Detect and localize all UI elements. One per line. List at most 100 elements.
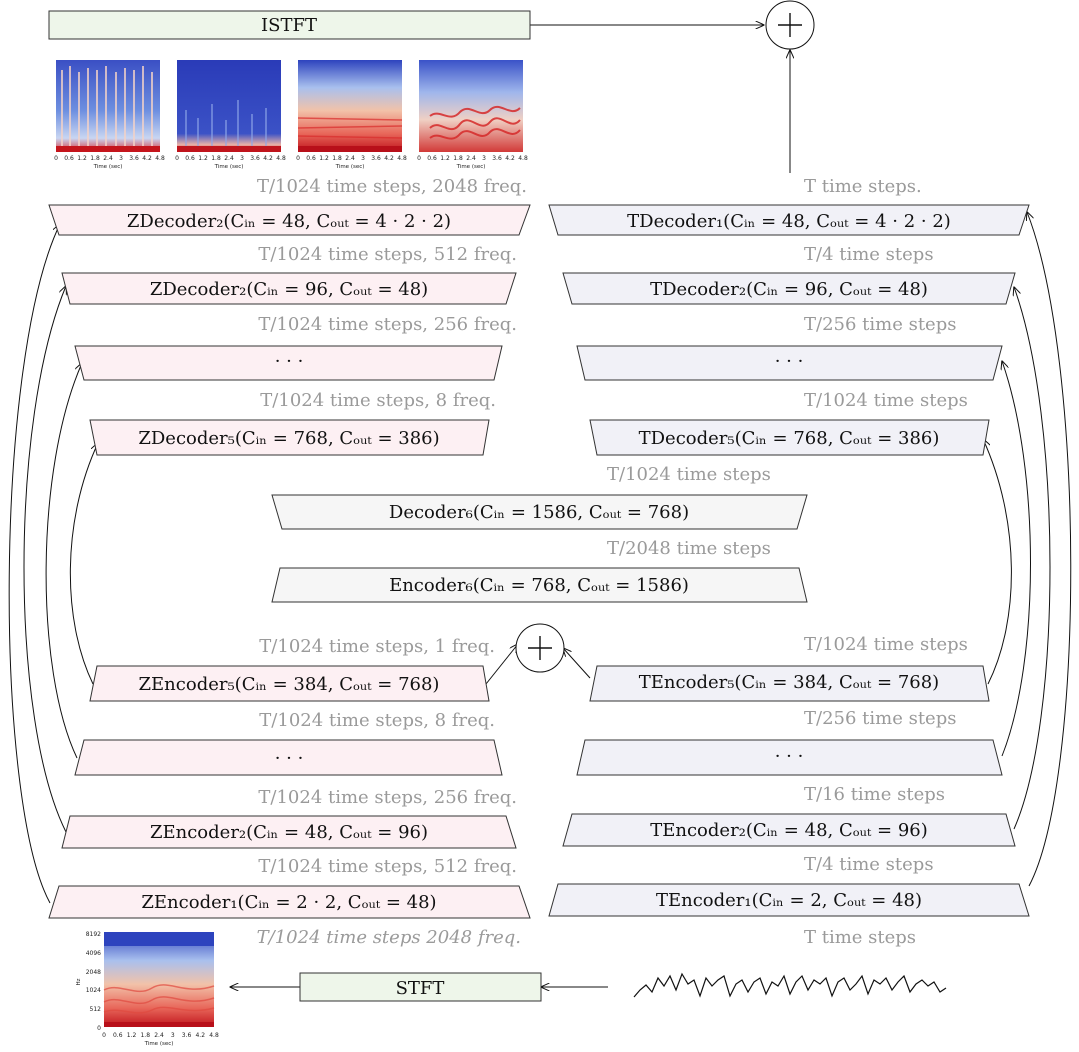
zencoder-ellipsis-label: · · ·	[275, 748, 304, 769]
zencoder-ellipsis-block	[74, 739, 503, 776]
note-t-256b: T/256 time steps	[804, 708, 956, 729]
connections	[8, 25, 1072, 987]
x-tick-label: 0.6	[306, 155, 316, 162]
tencoder-ellipsis-block	[576, 739, 1003, 776]
x-tick-label: 1.8	[453, 155, 463, 162]
x-tick-label: 2.4	[345, 155, 355, 162]
y-tick-label: 2048	[86, 969, 101, 976]
x-axis-label: Time (sec)	[93, 164, 123, 170]
zdecoder1-label: ZDecoder₂(Cᵢₙ = 48, Cₒᵤₜ = 4 · 2 · 2)	[127, 211, 451, 232]
x-axis-label: Time (sec)	[335, 164, 365, 170]
x-tick-label: 0	[175, 155, 179, 162]
x-tick-label: 3.6	[250, 155, 260, 162]
zencoder1-label: ZEncoder₁(Cᵢₙ = 2 · 2, Cₒᵤₜ = 48)	[141, 892, 436, 913]
tencoder5-label: TEncoder₅(Cᵢₙ = 384, Cₒᵤₜ = 768)	[639, 672, 939, 693]
note-t-4b: T/4 time steps	[804, 854, 934, 875]
y-tick-label: 512	[90, 1006, 102, 1013]
x-tick-label: 1.8	[90, 155, 100, 162]
x-tick-label: 4.2	[142, 155, 152, 162]
note-t-4: T/4 time steps	[804, 244, 934, 265]
x-tick-label: 4.8	[155, 155, 165, 162]
y-tick-label: 4096	[86, 950, 101, 957]
tencoder5-block	[589, 665, 990, 702]
stft-label: STFT	[396, 978, 445, 999]
x-tick-label: 2.4	[466, 155, 476, 162]
note-z-top: T/1024 time steps, 2048 freq.	[257, 176, 527, 197]
zencoder5-label: ZEncoder₅(Cᵢₙ = 384, Cₒᵤₜ = 768)	[139, 674, 440, 695]
tdecoder1-block	[548, 204, 1030, 236]
x-axis-label: Time (sec)	[144, 1041, 174, 1047]
x-tick-label: 4.2	[505, 155, 515, 162]
x-tick-label: 0.6	[113, 1032, 123, 1039]
output-adder	[765, 0, 815, 50]
note-t-256: T/256 time steps	[804, 314, 956, 335]
x-tick-label: 0	[417, 155, 421, 162]
zdecoder2-label: ZDecoder₂(Cᵢₙ = 96, Cₒᵤₜ = 48)	[150, 279, 428, 300]
input-spectrogram	[103, 932, 215, 1027]
x-tick-label: 2.4	[224, 155, 234, 162]
x-tick-label: 2.4	[154, 1032, 164, 1039]
stft-block	[299, 972, 542, 1002]
x-tick-label: 1.2	[440, 155, 450, 162]
x-tick-label: 3	[361, 155, 365, 162]
note-z-input: T/1024 time steps 2048 freq.	[257, 927, 521, 948]
tdecoder1-label: TDecoder₁(Cᵢₙ = 48, Cₒᵤₜ = 4 · 2 · 2)	[627, 211, 951, 232]
x-tick-label: 1.8	[332, 155, 342, 162]
x-tick-label: 0	[296, 155, 300, 162]
x-tick-label: 1.8	[211, 155, 221, 162]
tdecoder5-block	[589, 419, 990, 456]
bottleneck-adder	[515, 623, 565, 673]
istft-label: ISTFT	[261, 15, 317, 36]
note-z-256b: T/1024 time steps, 256 freq.	[258, 787, 517, 808]
x-tick-label: 3.6	[371, 155, 381, 162]
x-tick-label: 1.2	[77, 155, 87, 162]
x-tick-label: 1.2	[127, 1032, 137, 1039]
zencoder1-block	[48, 885, 531, 919]
zdecoder5-label: ZDecoder₅(Cᵢₙ = 768, Cₒᵤₜ = 386)	[138, 428, 439, 449]
note-z-8: T/1024 time steps, 8 freq.	[260, 390, 496, 411]
note-t-16: T/16 time steps	[804, 784, 945, 805]
x-tick-label: 4.8	[518, 155, 528, 162]
encoder6-block	[271, 567, 808, 603]
output-spectrogram-2	[177, 60, 281, 152]
decoder6-label: Decoder₆(Cᵢₙ = 1586, Cₒᵤₜ = 768)	[389, 502, 689, 523]
tdecoder-ellipsis-label: · · ·	[775, 351, 804, 372]
zencoder5-block	[89, 665, 490, 702]
tencoder2-block	[562, 813, 1016, 847]
x-tick-label: 0	[102, 1032, 106, 1039]
tdecoder2-label: TDecoder₂(Cᵢₙ = 96, Cₒᵤₜ = 48)	[650, 279, 928, 300]
x-tick-label: 0.6	[427, 155, 437, 162]
x-tick-label: 3.6	[182, 1032, 192, 1039]
x-tick-label: 3	[119, 155, 123, 162]
zdecoder2-block	[61, 272, 517, 305]
encoder6-label: Encoder₆(Cᵢₙ = 768, Cₒᵤₜ = 1586)	[389, 575, 689, 596]
x-axis-label: Time (sec)	[456, 164, 486, 170]
note-z-1freq: T/1024 time steps, 1 freq.	[259, 636, 495, 657]
tencoder1-block	[548, 883, 1030, 917]
x-tick-label: 3.6	[129, 155, 139, 162]
tencoder2-label: TEncoder₂(Cᵢₙ = 48, Cₒᵤₜ = 96)	[650, 820, 928, 841]
note-mid-2048: T/2048 time steps	[607, 538, 771, 559]
note-t-1024: T/1024 time steps	[804, 390, 968, 411]
zdecoder-ellipsis-label: · · ·	[275, 351, 304, 372]
zdecoder1-block	[48, 204, 531, 236]
output-spectrogram-1	[56, 60, 160, 152]
x-tick-label: 3	[240, 155, 244, 162]
y-tick-label: 8192	[86, 931, 101, 938]
x-tick-label: 4.2	[263, 155, 273, 162]
x-tick-label: 1.8	[140, 1032, 150, 1039]
y-tick-label: 0	[97, 1025, 101, 1032]
tencoder-ellipsis-label: · · ·	[775, 746, 804, 767]
tencoder1-label: TEncoder₁(Cᵢₙ = 2, Cₒᵤₜ = 48)	[656, 890, 922, 911]
tdecoder-ellipsis-block	[576, 345, 1003, 381]
output-spectrogram-4	[419, 60, 523, 152]
zencoder2-block	[61, 815, 517, 849]
x-tick-label: 3	[482, 155, 486, 162]
note-z-256: T/1024 time steps, 256 freq.	[258, 314, 517, 335]
note-t-input: T time steps	[804, 927, 916, 948]
x-tick-label: 4.8	[276, 155, 286, 162]
note-z-8b: T/1024 time steps, 8 freq.	[259, 710, 495, 731]
